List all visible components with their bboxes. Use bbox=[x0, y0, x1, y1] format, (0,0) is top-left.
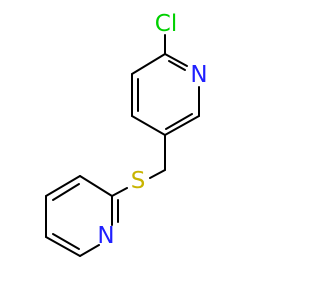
sulfur-atom-label: S bbox=[131, 168, 146, 194]
bonds bbox=[45, 34, 200, 257]
bottom-ring-nitrogen-label: N bbox=[97, 223, 114, 249]
bond-c2-n1-inner bbox=[168, 60, 186, 71]
bond-n-c6prime bbox=[79, 244, 100, 257]
bond-s-c2prime bbox=[111, 187, 128, 197]
bond-c6prime-c5prime-inner bbox=[52, 233, 80, 250]
bond-ch2-s bbox=[149, 169, 166, 179]
atom-labels: Cl N S N bbox=[97, 11, 207, 249]
top-ring-nitrogen-label: N bbox=[190, 62, 207, 88]
bond-c6prime-c5prime bbox=[45, 236, 81, 257]
bond-c6-c5 bbox=[164, 115, 200, 136]
bond-c4prime-c3prime-inner bbox=[52, 183, 80, 201]
bond-c2-n1 bbox=[164, 53, 188, 67]
bond-c6-c5-inner bbox=[165, 113, 193, 130]
bond-c4prime-c3prime bbox=[45, 175, 81, 197]
bond-c3-c2 bbox=[131, 53, 166, 75]
chlorine-atom-label: Cl bbox=[155, 11, 177, 37]
molecule-structure: Cl N S N bbox=[45, 11, 208, 257]
bond-c5-c4 bbox=[131, 115, 166, 136]
bond-c3prime-c2prime bbox=[79, 175, 113, 197]
